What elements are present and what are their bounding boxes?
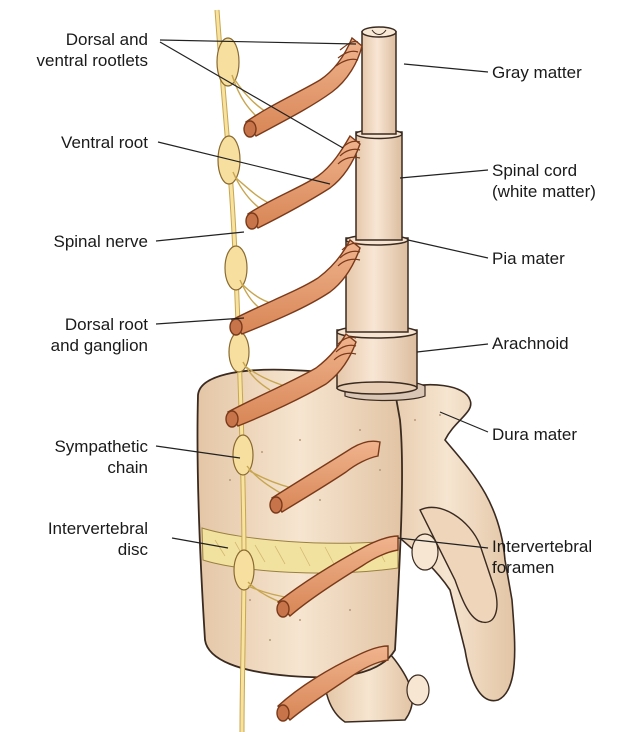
- label-dura-mater: Dura mater: [492, 424, 577, 445]
- nerve-root-2: [248, 136, 360, 228]
- label-dorsal-ventral-rootlets: Dorsal and ventral rootlets: [37, 29, 149, 71]
- label-sympathetic-chain: Sympathetic chain: [54, 436, 148, 478]
- label-arachnoid: Arachnoid: [492, 333, 569, 354]
- label-intervertebral-disc: Intervertebral disc: [48, 518, 148, 560]
- label-gray-matter: Gray matter: [492, 62, 582, 83]
- label-dorsal-root-ganglion: Dorsal root and ganglion: [51, 314, 148, 356]
- white-matter-layer: [356, 132, 402, 240]
- label-spinal-cord: Spinal cord (white matter): [492, 160, 596, 202]
- nerve-root-3: [232, 240, 360, 334]
- ganglion-3: [225, 246, 247, 290]
- nerve-root-1: [246, 38, 362, 136]
- label-spinal-nerve: Spinal nerve: [53, 231, 148, 252]
- label-intervertebral-foramen: Intervertebral foramen: [492, 536, 592, 578]
- label-ventral-root: Ventral root: [61, 132, 148, 153]
- ganglion-1: [217, 38, 239, 86]
- ganglion-2: [218, 136, 240, 184]
- gray-matter-layer: [362, 32, 396, 134]
- articular-facet-lower: [407, 675, 429, 705]
- label-pia-mater: Pia mater: [492, 248, 565, 269]
